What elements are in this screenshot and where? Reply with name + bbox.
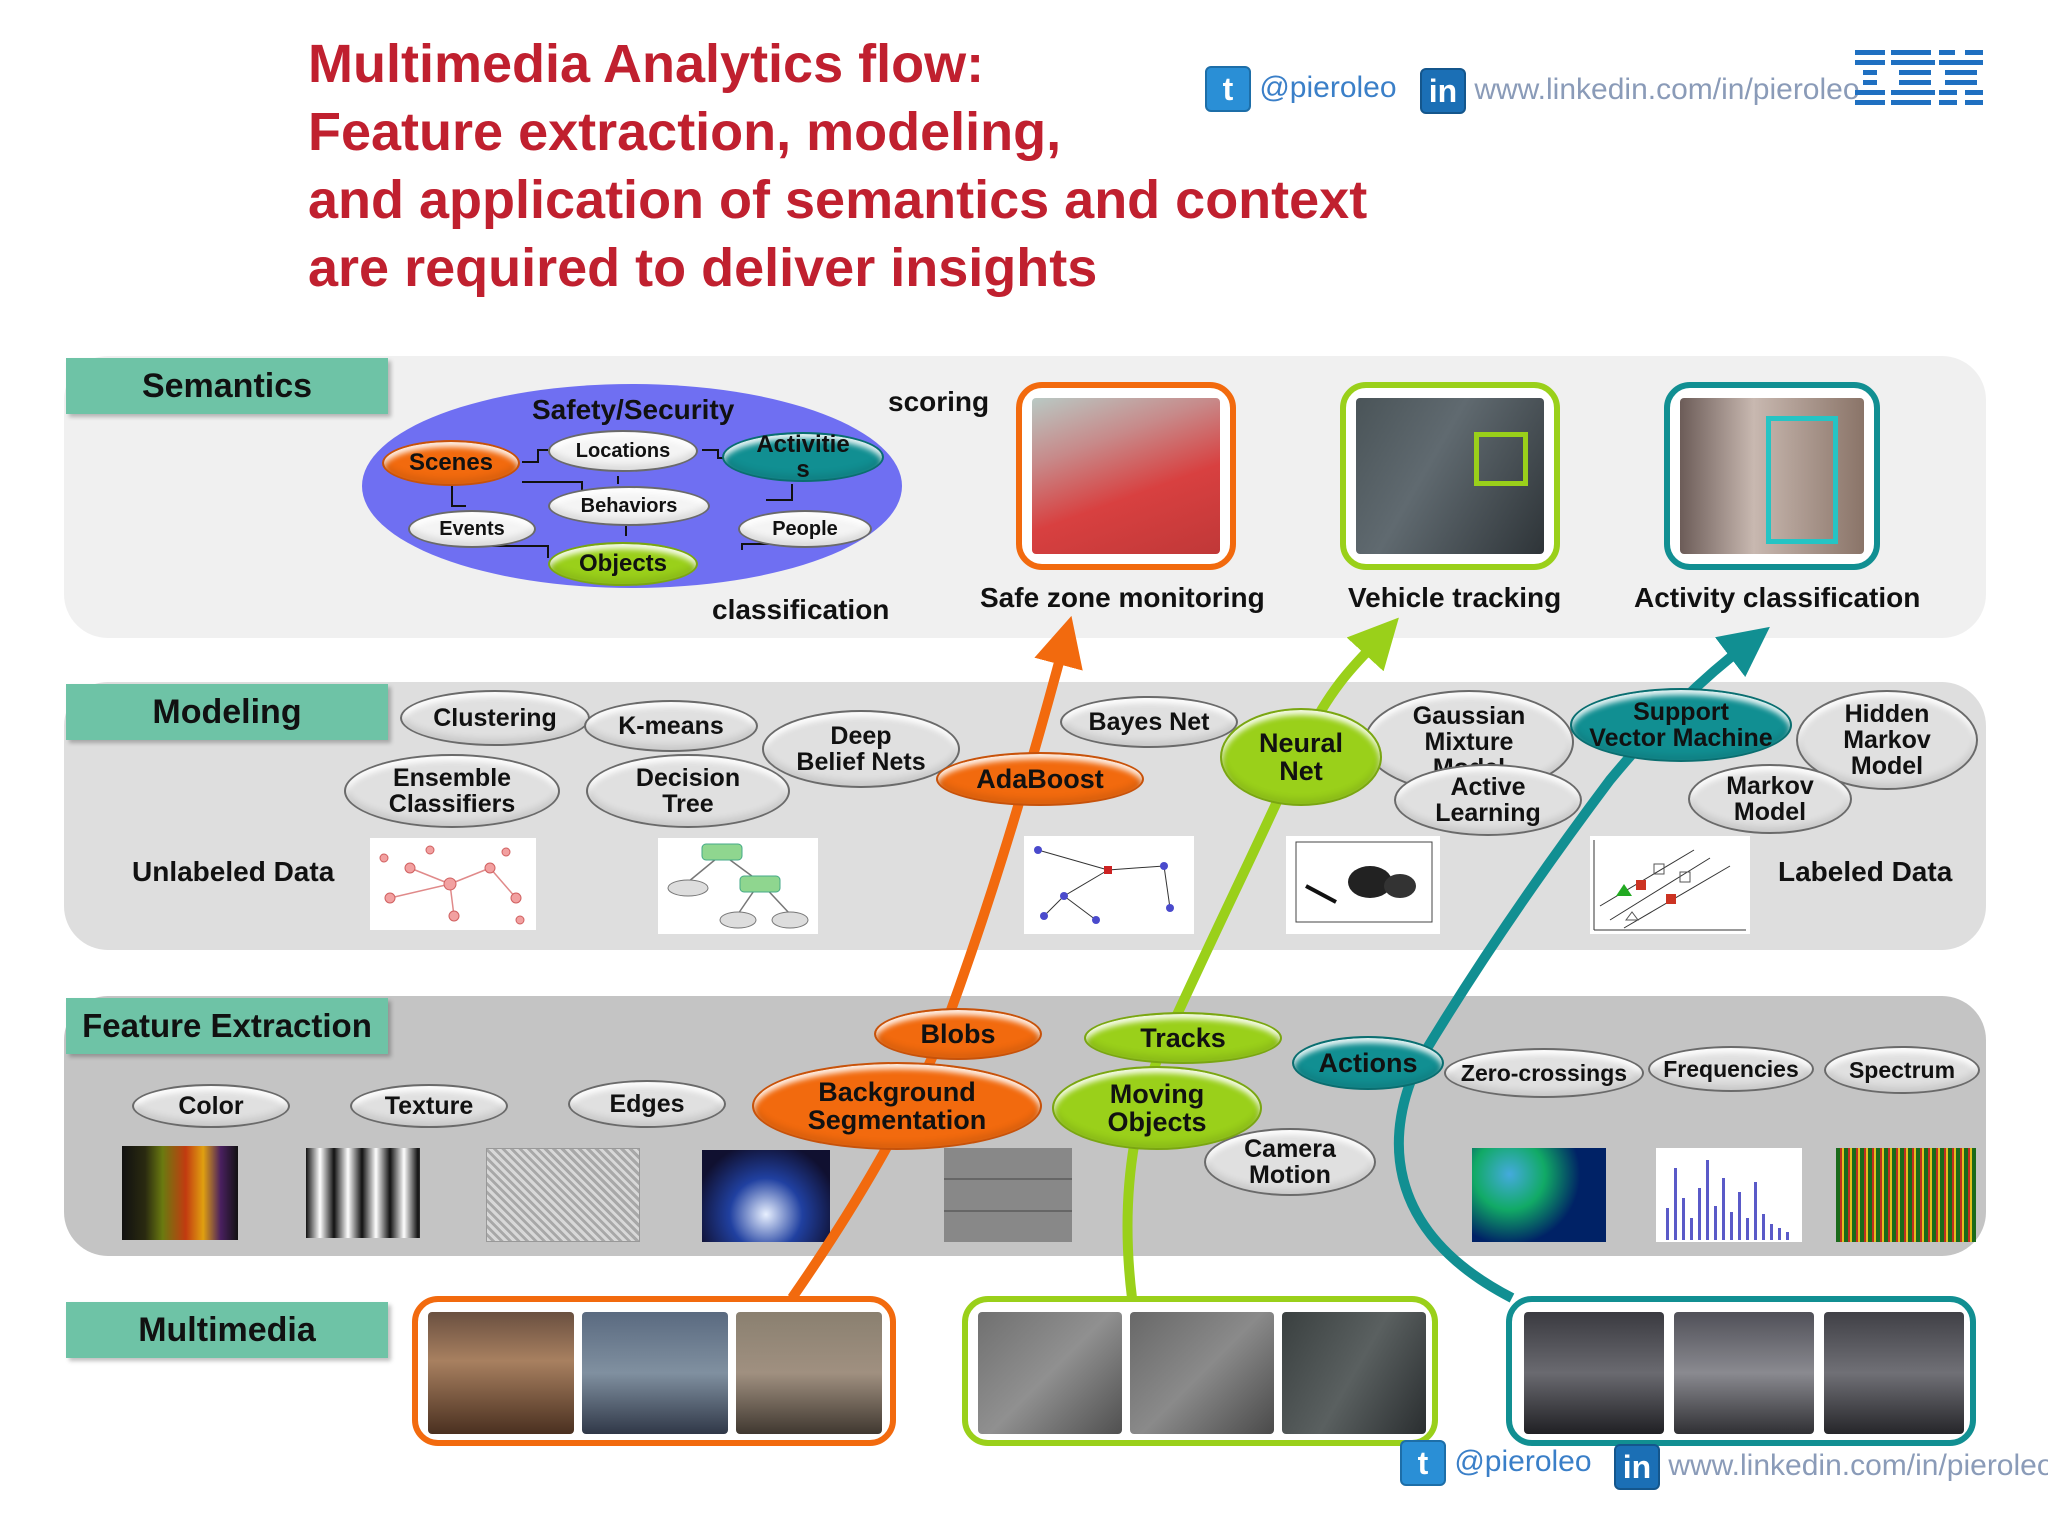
traffic-frame-1 xyxy=(978,1312,1122,1434)
vehicle-tracking-label: Vehicle tracking xyxy=(1348,582,1562,613)
ensemble-oval: Ensemble Classifiers xyxy=(344,754,560,828)
twitter-handle: @pieroleo xyxy=(1259,70,1397,104)
tracks-oval: Tracks xyxy=(1084,1012,1282,1064)
activities-node: Activitie s xyxy=(722,432,884,482)
decision-tree-oval: Decision Tree xyxy=(586,754,790,828)
kmeans-oval: K-means xyxy=(584,700,758,752)
spectrum-oval: Spectrum xyxy=(1824,1046,1980,1094)
blobs-image xyxy=(702,1150,830,1242)
linkedin-icon: in xyxy=(1614,1444,1660,1490)
traffic-frame-3 xyxy=(1282,1312,1426,1434)
unlabeled-data-label: Unlabeled Data xyxy=(132,856,335,887)
spectrum-image xyxy=(1836,1148,1976,1242)
actions-oval: Actions xyxy=(1292,1036,1444,1090)
linkedin-link-bottom[interactable]: in www.linkedin.com/in/pieroleo xyxy=(1614,1444,2048,1490)
twitter-handle-bottom: @pieroleo xyxy=(1454,1444,1592,1478)
color-histogram-image xyxy=(122,1146,238,1240)
crowd-frame-1 xyxy=(428,1312,574,1434)
subway-video-frame xyxy=(1506,1296,1976,1446)
page-title: Multimedia Analytics flow: Feature extra… xyxy=(308,30,1458,302)
title-line-1: Multimedia Analytics flow: xyxy=(308,34,985,94)
color-oval: Color xyxy=(132,1084,290,1128)
classification-label: classification xyxy=(712,594,890,625)
twitter-link-bottom[interactable]: t @pieroleo xyxy=(1400,1440,1592,1486)
cluster-title: Safety/Security xyxy=(532,394,735,425)
subway-frame-2 xyxy=(1674,1312,1814,1434)
traffic-frame-2 xyxy=(1130,1312,1274,1434)
people-node: People xyxy=(738,510,872,548)
twitter-icon: t xyxy=(1400,1440,1446,1486)
camera-motion-oval: Camera Motion xyxy=(1204,1128,1376,1196)
activity-class-frame xyxy=(1664,382,1880,570)
twitter-icon: t xyxy=(1205,66,1251,112)
decision-tree-image xyxy=(658,838,818,934)
gmm-scatter-image xyxy=(1286,836,1440,934)
vehicle-tracking-frame xyxy=(1340,382,1560,570)
activity-class-label: Activity classification xyxy=(1634,582,1921,613)
neural-net-oval: Neural Net xyxy=(1220,708,1382,806)
active-learning-oval: Active Learning xyxy=(1394,764,1582,836)
texture-oval: Texture xyxy=(350,1084,508,1128)
edges-image xyxy=(486,1148,640,1242)
edges-oval: Edges xyxy=(568,1080,726,1128)
cluster-graph-image xyxy=(370,838,536,930)
title-line-4: are required to deliver insights xyxy=(308,238,1098,298)
markov-oval: Markov Model xyxy=(1688,764,1852,834)
behaviors-node: Behaviors xyxy=(548,486,710,526)
twitter-link-top[interactable]: t @pieroleo xyxy=(1205,66,1397,112)
texture-stripes-image xyxy=(306,1148,420,1238)
safe-zone-frame xyxy=(1016,382,1236,570)
deep-belief-oval: Deep Belief Nets xyxy=(762,710,960,788)
adaboost-oval: AdaBoost xyxy=(936,752,1144,806)
frequency-bars-image xyxy=(1656,1148,1802,1242)
clustering-oval: Clustering xyxy=(400,690,590,746)
multimedia-label: Multimedia xyxy=(66,1302,388,1358)
orange-flow-arrow xyxy=(787,615,1083,1301)
brain-scan-image xyxy=(1472,1148,1606,1242)
activity-box xyxy=(1766,416,1838,544)
bayes-net-oval: Bayes Net xyxy=(1060,696,1238,748)
ibm-logo xyxy=(1855,50,1983,105)
linkedin-link-top[interactable]: in www.linkedin.com/in/pieroleo xyxy=(1420,68,1860,114)
scoring-label: scoring xyxy=(888,386,990,417)
bayes-net-image xyxy=(1024,836,1194,934)
linkedin-url: www.linkedin.com/in/pieroleo xyxy=(1474,72,1860,106)
svm-image xyxy=(1590,836,1750,934)
tracks-grid-image xyxy=(944,1148,1072,1242)
safe-zone-label: Safe zone monitoring xyxy=(980,582,1265,613)
objects-node: Objects xyxy=(548,542,698,586)
linkedin-url-bottom: www.linkedin.com/in/pieroleo xyxy=(1668,1448,2048,1482)
linkedin-icon: in xyxy=(1420,68,1466,114)
labeled-data-label: Labeled Data xyxy=(1778,856,1953,887)
traffic-video-frame xyxy=(962,1296,1438,1446)
safe-zone-image xyxy=(1032,398,1220,554)
scenes-node: Scenes xyxy=(382,440,520,486)
crowd-frame-3 xyxy=(736,1312,882,1434)
background-segmentation-oval: Background Segmentation xyxy=(752,1062,1042,1150)
svm-oval: Support Vector Machine xyxy=(1570,688,1792,762)
zero-crossings-oval: Zero-crossings xyxy=(1444,1048,1644,1098)
vehicle-tracking-image xyxy=(1356,398,1544,554)
modeling-label: Modeling xyxy=(66,684,388,740)
frequencies-oval: Frequencies xyxy=(1648,1046,1814,1092)
events-node: Events xyxy=(408,510,536,548)
subway-frame-1 xyxy=(1524,1312,1664,1434)
title-line-2: Feature extraction, modeling, xyxy=(308,102,1062,162)
crowd-frame-2 xyxy=(582,1312,728,1434)
feature-extraction-label: Feature Extraction xyxy=(66,998,388,1054)
crowd-video-frame xyxy=(412,1296,896,1446)
tracking-box xyxy=(1474,432,1528,486)
title-line-3: and application of semantics and context xyxy=(308,170,1368,230)
green-flow-arrow xyxy=(1122,617,1399,1299)
subway-frame-3 xyxy=(1824,1312,1964,1434)
blobs-oval: Blobs xyxy=(874,1008,1042,1060)
locations-node: Locations xyxy=(548,430,698,472)
semantics-label: Semantics xyxy=(66,358,388,414)
moving-objects-oval: Moving Objects xyxy=(1052,1066,1262,1150)
activity-class-image xyxy=(1680,398,1864,554)
